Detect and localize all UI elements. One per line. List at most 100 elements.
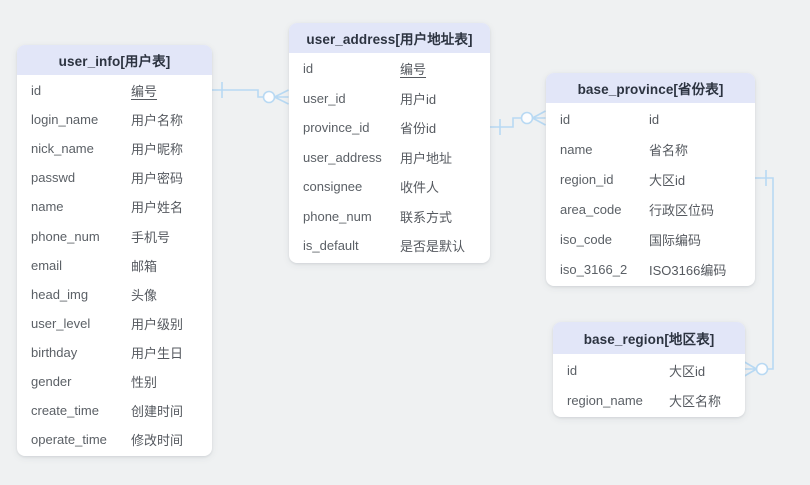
table-title: base_province[省份表] xyxy=(577,82,724,97)
relation-user_info-user_address[interactable] xyxy=(212,82,289,105)
field-name: region_id xyxy=(560,171,614,187)
field-row: passwd 用户密码 xyxy=(17,163,212,192)
entity-table-base-province[interactable]: base_province[省份表] id id name 省名称 region_id 大… xyxy=(546,73,755,286)
field-comment: 创建时间 xyxy=(131,404,184,420)
field-comment: 用户密码 xyxy=(131,171,184,187)
field-comment: ISO3166编码 xyxy=(649,262,727,278)
field-name: name xyxy=(31,199,64,215)
field-name: phone_num xyxy=(31,228,100,244)
field-comment: 行政区位码 xyxy=(649,202,715,218)
field-comment: 邮箱 xyxy=(131,258,158,274)
field-comment: 性别 xyxy=(131,374,158,390)
field-comment: 收件人 xyxy=(400,180,440,196)
field-name: province_id xyxy=(303,120,370,136)
field-comment: id xyxy=(649,111,660,127)
field-comment: 编号 xyxy=(131,84,158,100)
field-row: user_address 用户地址 xyxy=(289,143,490,173)
field-row: id id xyxy=(546,104,755,134)
field-comment: 用户名称 xyxy=(131,113,184,129)
field-row: email 邮箱 xyxy=(17,251,212,280)
field-comment: 用户昵称 xyxy=(131,142,184,158)
field-name: user_address xyxy=(303,149,382,165)
field-comment: 用户生日 xyxy=(131,345,184,361)
field-comment: 大区id xyxy=(669,363,706,379)
field-comment: 用户级别 xyxy=(131,316,184,332)
field-name: id xyxy=(567,362,578,378)
table-header[interactable]: user_address[用户地址表] xyxy=(289,23,490,53)
field-row: province_id 省份id xyxy=(289,113,490,143)
field-row: consignee 收件人 xyxy=(289,172,490,202)
table-title: user_address[用户地址表] xyxy=(306,32,473,47)
field-comment: 大区id xyxy=(649,172,686,188)
field-name: user_level xyxy=(31,315,91,331)
field-row: user_level 用户级别 xyxy=(17,309,212,338)
field-row: birthday 用户生日 xyxy=(17,338,212,367)
table-title: base_region[地区表] xyxy=(583,332,715,347)
relation-user_address-base_province[interactable] xyxy=(490,110,546,135)
field-name: id xyxy=(560,111,571,127)
field-name: is_default xyxy=(303,238,359,254)
table-header[interactable]: user_info[用户表] xyxy=(17,45,212,75)
field-name: email xyxy=(31,257,63,273)
field-comment: 省份id xyxy=(400,121,437,137)
field-name: create_time xyxy=(31,403,99,419)
field-name: consignee xyxy=(303,179,363,195)
field-comment: 用户地址 xyxy=(400,150,453,166)
field-name: phone_num xyxy=(303,208,372,224)
field-comment: 修改时间 xyxy=(131,433,184,449)
field-name: birthday xyxy=(31,344,78,360)
field-name: area_code xyxy=(560,201,622,217)
field-name: login_name xyxy=(31,112,99,128)
relation-base_province-base_region[interactable] xyxy=(744,170,774,377)
field-name: iso_3166_2 xyxy=(560,261,628,277)
field-comment: 大区名称 xyxy=(669,393,722,409)
field-name: nick_name xyxy=(31,141,94,157)
table-fields: id 大区id region_name 大区名称 xyxy=(553,354,745,417)
table-fields: id id name 省名称 region_id 大区id area_code 行政区位码 is… xyxy=(546,103,755,286)
field-name: iso_code xyxy=(560,231,613,247)
field-row: iso_code 国际编码 xyxy=(546,224,755,254)
field-name: user_id xyxy=(303,90,346,106)
field-comment: 头像 xyxy=(131,287,158,303)
field-name: passwd xyxy=(31,170,76,186)
field-comment: 省名称 xyxy=(649,142,689,158)
entity-table-base-region[interactable]: base_region[地区表] id 大区id region_name 大区名称 xyxy=(553,322,745,417)
field-row: head_img 头像 xyxy=(17,280,212,309)
table-header[interactable]: base_province[省份表] xyxy=(546,73,755,103)
table-header[interactable]: base_region[地区表] xyxy=(553,322,745,354)
field-row: region_name 大区名称 xyxy=(553,385,745,415)
field-row: user_id 用户id xyxy=(289,84,490,114)
field-row: name 省名称 xyxy=(546,134,755,164)
field-row: region_id 大区id xyxy=(546,164,755,194)
field-row: phone_num 手机号 xyxy=(17,221,212,250)
field-row: login_name 用户名称 xyxy=(17,105,212,134)
field-row: name 用户姓名 xyxy=(17,192,212,221)
field-comment: 用户姓名 xyxy=(131,200,184,216)
field-row: is_default 是否是默认 xyxy=(289,231,490,261)
field-row: id 大区id xyxy=(553,355,745,385)
field-comment: 用户id xyxy=(400,91,437,107)
field-row: nick_name 用户昵称 xyxy=(17,134,212,163)
field-row: iso_3166_2 ISO3166编码 xyxy=(546,254,755,284)
field-name: region_name xyxy=(567,392,643,408)
field-comment: 是否是默认 xyxy=(400,239,466,255)
field-row: area_code 行政区位码 xyxy=(546,194,755,224)
field-comment: 国际编码 xyxy=(649,232,702,248)
field-name: id xyxy=(303,61,314,77)
field-comment: 联系方式 xyxy=(400,209,453,225)
field-comment: 手机号 xyxy=(131,229,171,245)
table-title: user_info[用户表] xyxy=(58,54,171,69)
field-name: head_img xyxy=(31,286,89,302)
field-row: create_time 创建时间 xyxy=(17,396,212,425)
field-name: name xyxy=(560,141,593,157)
